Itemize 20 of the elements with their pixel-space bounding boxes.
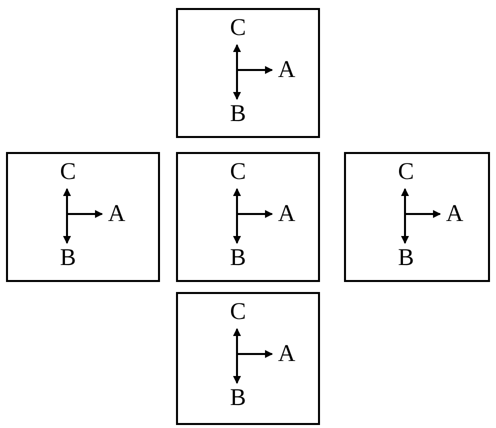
axis-label: B [230,246,246,270]
axis-label: C [60,160,76,184]
panel-box [176,152,320,282]
axis-label: A [446,202,464,226]
axis-label: A [108,202,126,226]
axis-label: C [230,300,246,324]
axis-label: C [230,16,246,40]
panel-box [176,8,320,138]
axis-label: B [230,102,246,126]
axis-label: C [230,160,246,184]
axis-label: B [60,246,76,270]
axis-label: A [278,202,296,226]
axis-label: B [398,246,414,270]
panel-box [6,152,160,282]
axis-label: A [278,58,296,82]
axis-label: A [278,342,296,366]
panel-box [176,292,320,425]
panel-box [344,152,490,282]
axis-label: B [230,386,246,410]
axis-label: C [398,160,414,184]
